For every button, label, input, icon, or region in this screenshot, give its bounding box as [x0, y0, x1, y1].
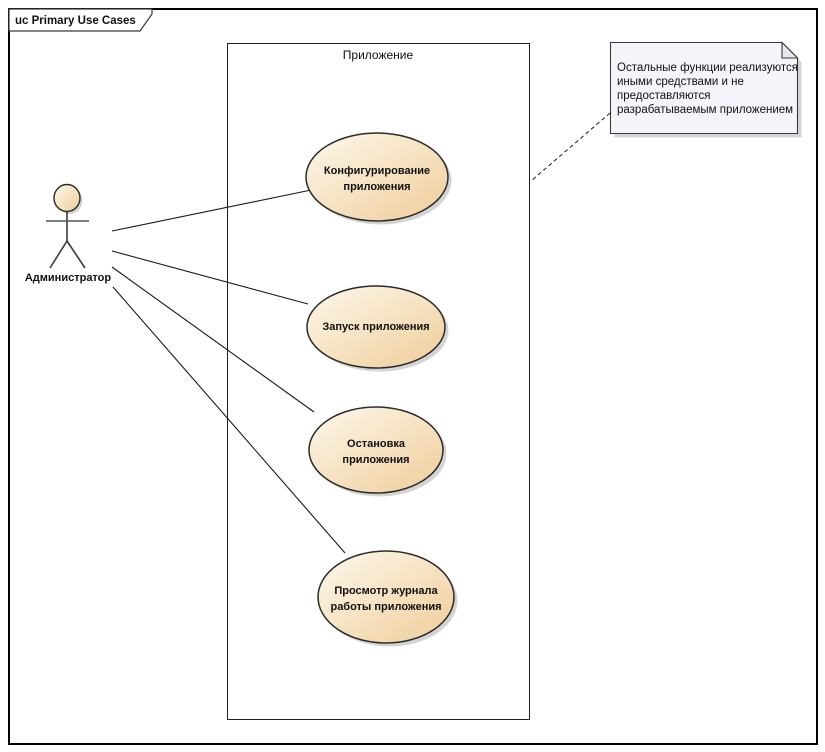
usecase-stop-application[interactable]: Остановка приложения — [308, 406, 447, 497]
actor-label: Администратор — [25, 272, 112, 284]
note-fold-corner-icon — [781, 41, 799, 59]
actor-leg-left — [49, 240, 68, 269]
usecase-ellipse[interactable] — [317, 550, 455, 644]
actor-leg-right — [66, 240, 86, 269]
usecase-label-line: приложения — [343, 181, 410, 193]
usecase-label-line: Остановка — [347, 438, 406, 450]
usecase-ellipse[interactable] — [306, 285, 446, 369]
usecase-ellipse[interactable] — [308, 406, 444, 494]
frame-tab-label: uc Primary Use Cases — [15, 15, 136, 27]
association-stop[interactable] — [111, 266, 315, 413]
usecase-ellipse[interactable] — [305, 132, 449, 222]
usecase-label-line: Конфигурирование — [324, 165, 430, 177]
usecase-view-application-log[interactable]: Просмотр журнала работы приложения — [317, 550, 458, 647]
usecase-label-line: работы приложения — [330, 601, 441, 613]
system-boundary-label: Приложение — [343, 48, 414, 62]
note-body[interactable] — [609, 41, 799, 135]
association-start[interactable] — [111, 250, 309, 305]
usecase-start-application[interactable]: Запуск приложения — [306, 285, 449, 372]
usecase-label-line: Просмотр журнала — [334, 585, 438, 597]
usecase-label-line: Запуск приложения — [322, 321, 429, 333]
note-text-line: Остальные функции реализуются — [617, 62, 798, 74]
note-link-dashed-line[interactable] — [530, 112, 611, 182]
actor-head[interactable] — [53, 183, 81, 213]
associations — [111, 188, 346, 554]
note-text-line: разрабатываемым приложением — [617, 104, 793, 116]
actor-administrator[interactable]: Администратор — [25, 183, 112, 285]
frame-tab — [8, 8, 153, 32]
usecase-configure-application[interactable]: Конфигурирование приложения — [305, 132, 452, 225]
usecase-label-line: приложения — [342, 454, 409, 466]
association-viewlog[interactable] — [112, 286, 346, 554]
note-text-line: предоставляются — [617, 90, 710, 102]
association-configure[interactable] — [111, 188, 317, 232]
note-text-line: иными средствами и не — [617, 76, 744, 88]
note-other-functions[interactable]: Остальные функции реализуются иными сред… — [609, 41, 802, 138]
